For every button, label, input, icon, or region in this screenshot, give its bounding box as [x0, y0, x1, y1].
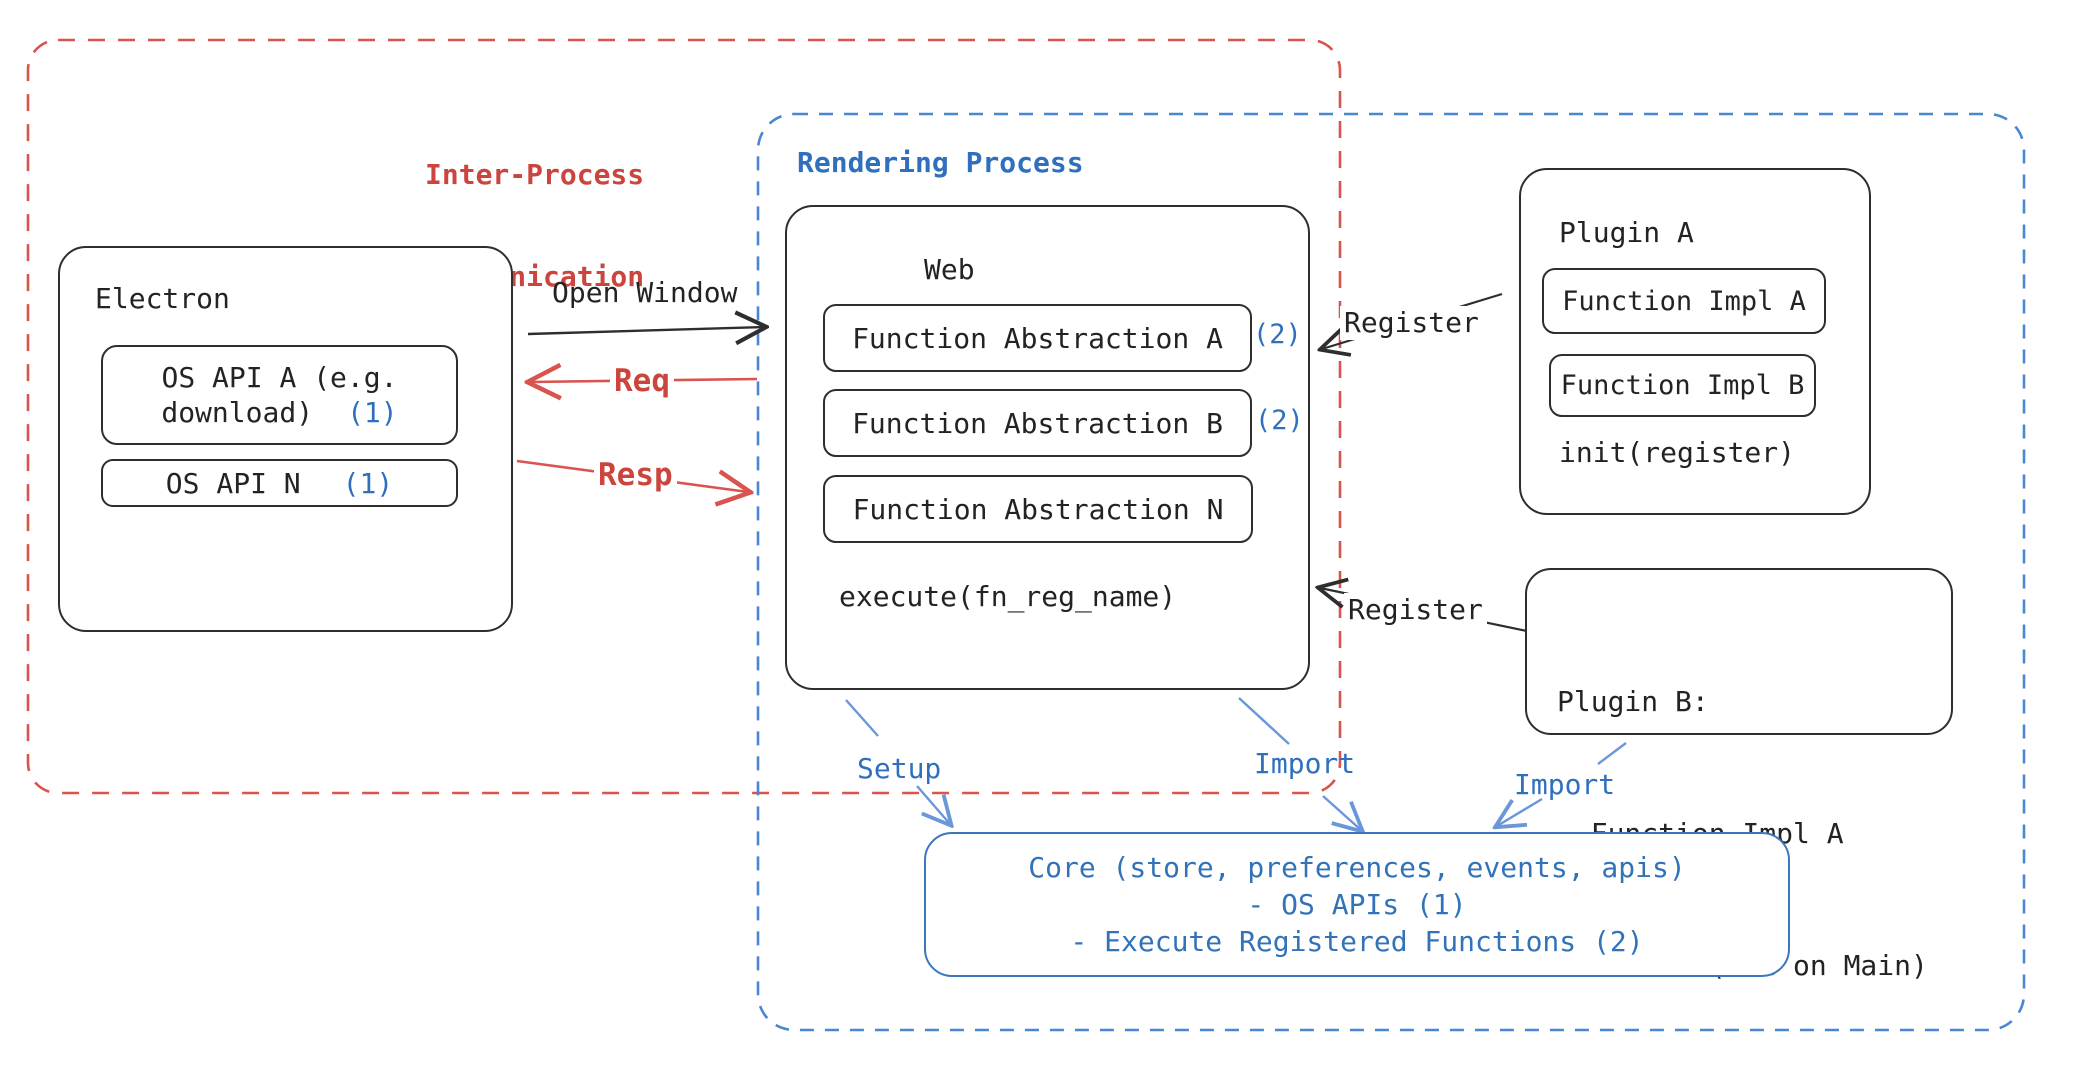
- open-window-arrow: [527, 327, 764, 334]
- open-window-label: Open Window: [552, 276, 738, 309]
- fn-abstraction-a-badge: (2): [1253, 319, 1302, 350]
- ipc-title-line1: Inter-Process: [425, 158, 645, 191]
- req-label: Req: [610, 363, 674, 401]
- resp-label: Resp: [594, 457, 677, 495]
- os-api-n-box: OS API N (1): [101, 459, 458, 507]
- import-plugin-arrow-upper: [1597, 742, 1627, 765]
- fn-abstraction-a-label: Function Abstraction A: [852, 321, 1223, 355]
- plugin-b-title: Plugin B:: [1557, 685, 1709, 718]
- plugin-b-box: Plugin B: - Function Impl A - Module (ru…: [1525, 568, 1953, 982]
- import-plugin-arrow-lower: [1497, 797, 1543, 826]
- core-line3: - Execute Registered Functions (2): [1070, 925, 1644, 958]
- electron-title: Electron: [95, 282, 230, 315]
- core-line2: - OS APIs (1): [1247, 888, 1467, 921]
- electron-box: Electron OS API A (e.g. download) (1) OS…: [58, 246, 513, 632]
- core-line1: Core (store, preferences, events, apis): [1028, 851, 1686, 884]
- web-title: Web: [924, 253, 975, 286]
- register-top-label: Register: [1340, 306, 1483, 340]
- fn-abstraction-n-box: Function Abstraction N: [823, 475, 1253, 543]
- setup-label: Setup: [857, 752, 942, 785]
- setup-arrow-lower: [916, 785, 950, 824]
- fn-impl-a-label: Function Impl A: [1562, 285, 1806, 317]
- plugin-b-text: Plugin B: - Function Impl A - Module (ru…: [1557, 592, 1928, 1066]
- import-web-arrow-upper: [1238, 697, 1290, 745]
- import-web-label: Import: [1254, 747, 1356, 780]
- setup-arrow-upper: [845, 699, 879, 737]
- plugin-a-title: Plugin A: [1559, 216, 1694, 249]
- register-bottom-label: Register: [1344, 593, 1487, 627]
- rendering-region-title: Rendering Process: [797, 146, 1084, 179]
- execute-label: execute(fn_reg_name): [839, 580, 1177, 613]
- os-api-a-line1: OS API A (e.g.: [161, 361, 398, 394]
- import-web-arrow-lower: [1322, 795, 1361, 830]
- web-box: Web Function Abstraction A (2) Function …: [785, 205, 1310, 690]
- os-api-a-badge: (1): [347, 396, 398, 429]
- fn-abstraction-n-label: Function Abstraction N: [852, 492, 1224, 526]
- fn-abstraction-b-box: Function Abstraction B: [823, 389, 1252, 457]
- os-api-n-badge: (1): [342, 466, 394, 500]
- fn-impl-a-box: Function Impl A: [1542, 268, 1826, 334]
- os-api-a-box: OS API A (e.g. download) (1): [101, 345, 458, 445]
- fn-abstraction-b-label: Function Abstraction B: [852, 406, 1223, 440]
- init-register-label: init(register): [1559, 436, 1796, 469]
- fn-impl-b-box: Function Impl B: [1549, 354, 1816, 417]
- fn-abstraction-a-box: Function Abstraction A: [823, 304, 1252, 372]
- os-api-n-label: OS API N: [165, 466, 301, 500]
- fn-impl-b-label: Function Impl B: [1560, 370, 1805, 401]
- os-api-a-line2: download): [161, 396, 314, 429]
- plugin-a-box: Plugin A Function Impl A Function Impl B…: [1519, 168, 1871, 515]
- import-plugin-label: Import: [1514, 768, 1616, 801]
- fn-abstraction-b-badge: (2): [1255, 405, 1304, 436]
- core-box: Core (store, preferences, events, apis) …: [924, 832, 1790, 977]
